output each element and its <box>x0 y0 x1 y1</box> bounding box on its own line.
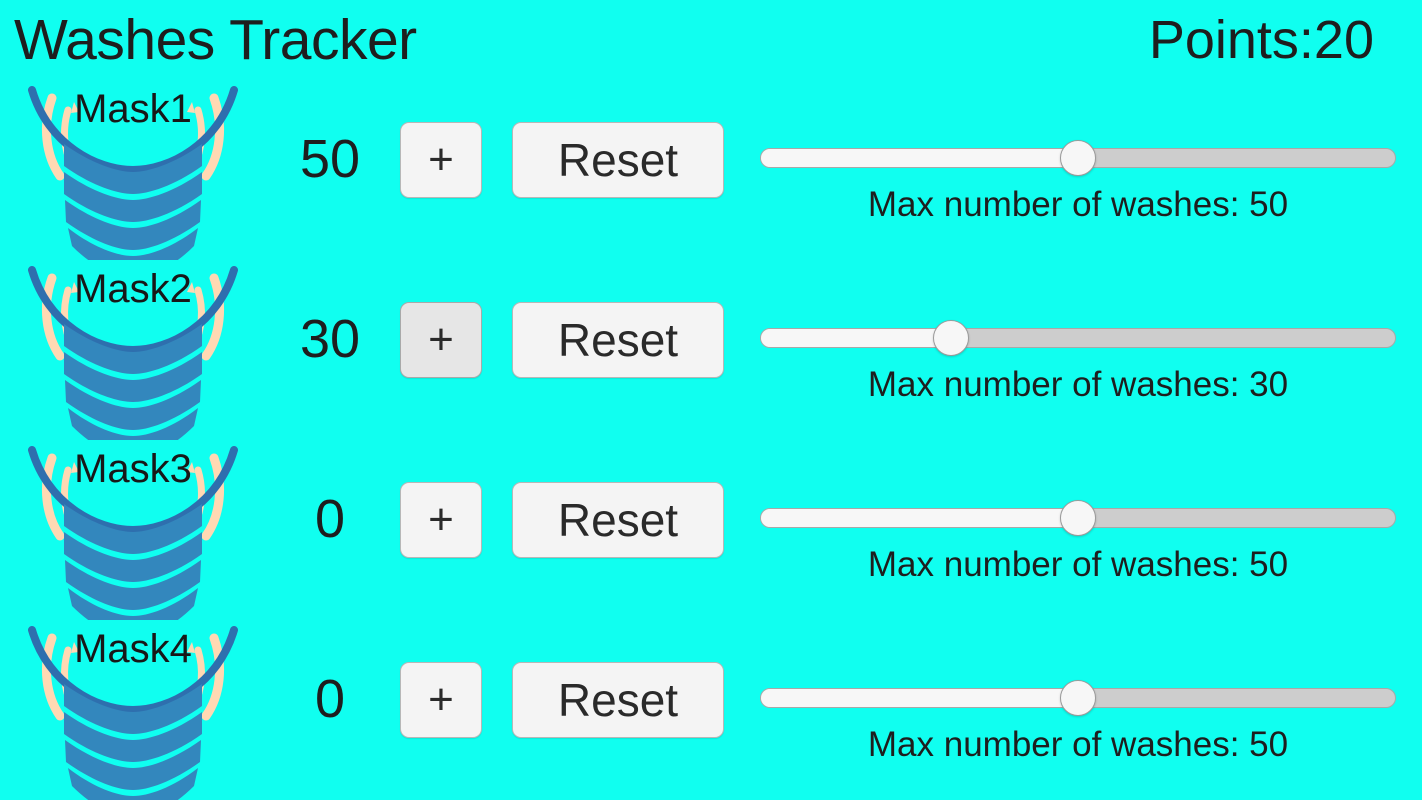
slider-thumb[interactable] <box>1060 680 1096 716</box>
app-header: Washes Tracker Points:20 <box>0 0 1422 82</box>
face-mask-icon <box>28 266 238 440</box>
max-washes-slider[interactable] <box>760 140 1396 176</box>
slider-caption: Max number of washes: 30 <box>867 365 1289 404</box>
slider-caption: Max number of washes: 50 <box>867 725 1289 764</box>
slider-thumb[interactable] <box>932 320 969 356</box>
page-title: Washes Tracker <box>14 8 417 72</box>
max-washes-slider[interactable] <box>760 680 1396 716</box>
face-mask-icon <box>28 446 238 620</box>
wash-count: 50 <box>299 129 361 189</box>
increment-button[interactable]: + <box>400 122 482 198</box>
slider-fill <box>761 329 952 347</box>
wash-count: 0 <box>314 489 346 549</box>
mask-label: Mask4 <box>74 627 192 671</box>
slider-area: Max number of washes: 50 <box>760 440 1396 620</box>
mask-icon-wrap: Mask1 <box>8 80 258 260</box>
slider-area: Max number of washes: 30 <box>760 260 1396 440</box>
slider-area: Max number of washes: 50 <box>760 80 1396 260</box>
mask-icon-wrap: Mask4 <box>8 620 258 800</box>
face-mask-icon <box>28 626 238 800</box>
max-washes-slider[interactable] <box>760 500 1396 536</box>
slider-thumb[interactable] <box>1060 500 1096 536</box>
wash-count: 0 <box>314 669 346 729</box>
reset-button[interactable]: Reset <box>512 482 724 558</box>
mask-icon-wrap: Mask3 <box>8 440 258 620</box>
slider-caption: Max number of washes: 50 <box>867 545 1289 584</box>
slider-fill <box>761 509 1078 527</box>
points-display: Points:20 <box>1148 10 1374 70</box>
increment-button[interactable]: + <box>400 302 482 378</box>
slider-track[interactable] <box>760 328 1396 348</box>
mask-row: Mask4 0 + Reset Max number of washes: 50 <box>0 620 1422 800</box>
wash-count: 30 <box>299 309 361 369</box>
mask-icon-wrap: Mask2 <box>8 260 258 440</box>
slider-caption: Max number of washes: 50 <box>867 185 1289 224</box>
reset-button[interactable]: Reset <box>512 122 724 198</box>
slider-area: Max number of washes: 50 <box>760 620 1396 800</box>
max-washes-slider[interactable] <box>760 320 1396 356</box>
face-mask-icon <box>28 86 238 260</box>
slider-fill <box>761 149 1078 167</box>
increment-button[interactable]: + <box>400 482 482 558</box>
mask-row: Mask3 0 + Reset Max number of washes: 50 <box>0 440 1422 620</box>
slider-fill <box>761 689 1078 707</box>
mask-label: Mask1 <box>74 87 192 131</box>
increment-button[interactable]: + <box>400 662 482 738</box>
slider-thumb[interactable] <box>1060 140 1096 176</box>
mask-row: Mask1 50 + Reset Max number of washes: 5… <box>0 80 1422 260</box>
mask-row: Mask2 30 + Reset Max number of washes: 3… <box>0 260 1422 440</box>
reset-button[interactable]: Reset <box>512 302 724 378</box>
mask-label: Mask2 <box>74 267 192 311</box>
mask-label: Mask3 <box>74 447 192 491</box>
reset-button[interactable]: Reset <box>512 662 724 738</box>
